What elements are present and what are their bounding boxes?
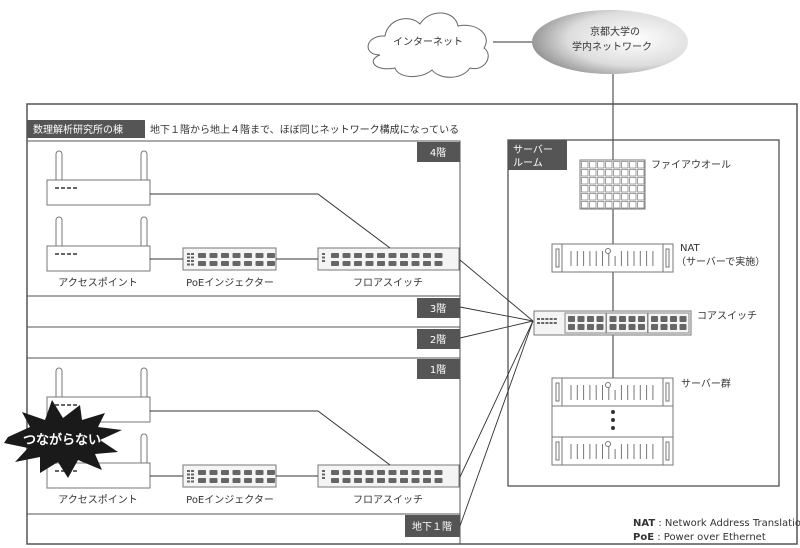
floor-tag-1 bbox=[417, 359, 460, 379]
access-point-upper-icon bbox=[46, 367, 151, 423]
legend-nat-sep: : bbox=[655, 518, 665, 529]
legend-poe-sep: : bbox=[654, 532, 664, 543]
uplink-floor-1 bbox=[459, 320, 534, 478]
uplink-floor-2 bbox=[459, 320, 534, 339]
floor-tag-4 bbox=[417, 142, 460, 162]
access-point-label: アクセスポイント bbox=[58, 277, 138, 289]
campus-label-line2: 学内ネットワーク bbox=[572, 40, 652, 53]
floor-b1-panel bbox=[26, 513, 461, 545]
poe-injector-label: PoEインジェクター bbox=[186, 494, 274, 506]
building-tag-label: 数理解析研究所の棟 bbox=[33, 123, 123, 136]
connection-failure-burst-icon bbox=[4, 400, 122, 478]
floor-tag-3-label: 3階 bbox=[430, 303, 446, 315]
floor-tag-2-label: 2階 bbox=[430, 334, 446, 346]
firewall-icon bbox=[579, 159, 646, 210]
floor-switch-icon bbox=[317, 464, 460, 488]
link-ap-upper-switch bbox=[150, 193, 391, 249]
floor-tag-b1-label: 地下１階 bbox=[412, 520, 452, 533]
uplink-floor-4 bbox=[459, 259, 534, 322]
nat-server-icon bbox=[551, 243, 674, 273]
poe-injector-icon bbox=[182, 464, 277, 488]
server-room-frame bbox=[507, 139, 780, 487]
floor-tag-b1 bbox=[405, 515, 460, 537]
campus-network-icon bbox=[532, 10, 688, 74]
servers-label: サーバー群 bbox=[681, 377, 731, 390]
core-switch-label: コアスイッチ bbox=[697, 310, 757, 322]
server-room-tag bbox=[508, 140, 567, 170]
server-room-tag-line2: ルーム bbox=[513, 157, 543, 169]
floor-tag-2 bbox=[417, 329, 460, 349]
alert-label: つながらない bbox=[23, 432, 101, 448]
internet-cloud-icon bbox=[367, 12, 489, 78]
core-switch-icon bbox=[533, 310, 692, 336]
legend-poe: PoE : Power over Ethernet bbox=[633, 532, 766, 543]
building-note: 地下１階から地上４階まで、ほぼ同じネットワーク構成になっている bbox=[150, 123, 459, 136]
building-tag bbox=[27, 120, 145, 138]
floor-4-devices: アクセスポイント PoEインジェクター フロアスイッチ bbox=[46, 150, 460, 289]
poe-injector-label: PoEインジェクター bbox=[186, 277, 274, 289]
server-room-tag-line1: サーバー bbox=[513, 144, 553, 156]
firewall-label: ファイアウオール bbox=[651, 159, 731, 171]
floor-2-panel bbox=[26, 326, 461, 359]
floor-tag-1-label: 1階 bbox=[430, 364, 446, 376]
legend-nat: NAT : Network Address Translation bbox=[633, 518, 800, 529]
legend-poe-abbr: PoE bbox=[633, 532, 654, 543]
server-group-icon bbox=[551, 377, 674, 466]
uplink-floor-b1 bbox=[459, 320, 534, 527]
uplinks bbox=[459, 259, 534, 527]
legend-nat-abbr: NAT bbox=[633, 518, 655, 529]
nat-label-line1: NAT bbox=[680, 243, 701, 254]
floor-switch-label: フロアスイッチ bbox=[353, 494, 423, 506]
nat-label-line2: （サーバーで実施） bbox=[676, 255, 765, 268]
access-point-lower-icon bbox=[46, 216, 151, 272]
poe-injector-icon bbox=[182, 247, 277, 271]
floor-switch-icon bbox=[317, 247, 460, 271]
floor-tag-3 bbox=[417, 298, 460, 318]
link-ap-upper-switch bbox=[150, 410, 391, 466]
floor-4-panel bbox=[26, 140, 461, 297]
legend-poe-full: Power over Ethernet bbox=[664, 532, 766, 543]
access-point-upper-icon bbox=[46, 150, 151, 206]
floor-switch-label: フロアスイッチ bbox=[353, 277, 423, 289]
floor-1-devices: アクセスポイント PoEインジェクター フロアスイッチ bbox=[46, 367, 460, 506]
uplink-floor-3 bbox=[459, 306, 534, 322]
internet-label: インターネット bbox=[393, 36, 463, 48]
legend-nat-full: Network Address Translation bbox=[665, 518, 800, 529]
floor-tag-4-label: 4階 bbox=[430, 147, 446, 159]
campus-label-line1: 京都大学の bbox=[590, 25, 640, 38]
floor-3-panel bbox=[26, 295, 461, 328]
access-point-label: アクセスポイント bbox=[58, 494, 138, 506]
